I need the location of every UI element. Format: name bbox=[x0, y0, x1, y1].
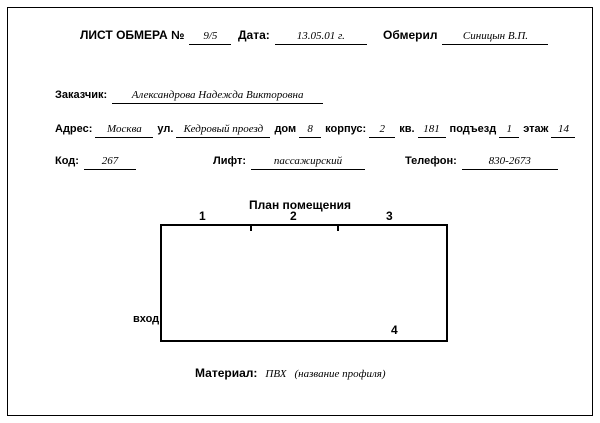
wall-tick-1 bbox=[250, 224, 252, 231]
phone-group: Телефон: 830-2673 bbox=[405, 154, 558, 170]
material-note: (название профиля) bbox=[294, 368, 386, 380]
address-row: Адрес: Москва ул. Кедровый проезд дом 8 … bbox=[55, 122, 576, 138]
phone-value: 830-2673 bbox=[461, 154, 558, 170]
code-group: Код: 267 bbox=[55, 154, 136, 170]
elevator-value: пассажирский bbox=[251, 154, 366, 170]
customer-label: Заказчик: bbox=[55, 89, 108, 101]
plan-title: План помещения bbox=[249, 198, 351, 212]
page-border bbox=[7, 7, 593, 416]
apartment-label: кв. bbox=[399, 123, 415, 135]
wall-label-3: 3 bbox=[386, 209, 393, 223]
code-value: 267 bbox=[83, 154, 136, 170]
sheet-number-label: ЛИСТ ОБМЕРА № bbox=[80, 28, 185, 42]
entrance-pair: подъезд 1 bbox=[450, 122, 520, 138]
sheet-number-value: 9/5 bbox=[189, 29, 232, 45]
floor-label: этаж bbox=[523, 123, 549, 135]
material-group: Материал: ПВХ (название профиля) bbox=[195, 366, 386, 380]
wall-tick-2 bbox=[337, 224, 339, 231]
code-label: Код: bbox=[55, 155, 79, 167]
apartment-value: 181 bbox=[417, 122, 446, 138]
apartment-pair: кв. 181 bbox=[399, 122, 446, 138]
elevator-label: Лифт: bbox=[213, 155, 247, 167]
street-label: ул. bbox=[157, 123, 174, 135]
house-pair: дом 8 bbox=[274, 122, 322, 138]
measured-by-value: Синицын В.П. bbox=[442, 29, 549, 45]
entrance-num-value: 1 bbox=[499, 122, 520, 138]
wall-label-4: 4 bbox=[391, 323, 398, 337]
wall-label-1: 1 bbox=[199, 209, 206, 223]
building-value: 2 bbox=[369, 122, 396, 138]
material-value: ПВХ bbox=[265, 368, 287, 380]
measured-by-label: Обмерил bbox=[383, 28, 438, 42]
street-value: Кедровый проезд bbox=[176, 122, 271, 138]
sheet-number-group: ЛИСТ ОБМЕРА № 9/5 bbox=[80, 28, 232, 45]
room-outline bbox=[160, 224, 448, 342]
address-label: Адрес: bbox=[55, 123, 93, 135]
date-value: 13.05.01 г. bbox=[274, 29, 367, 45]
floor-value: 14 bbox=[551, 122, 576, 138]
city-pair: Адрес: Москва bbox=[55, 122, 154, 138]
building-label: корпус: bbox=[325, 123, 367, 135]
elevator-group: Лифт: пассажирский bbox=[213, 154, 366, 170]
customer-value: Александрова Надежда Викторовна bbox=[112, 88, 324, 104]
entrance-label: вход bbox=[133, 313, 160, 325]
customer-group: Заказчик: Александрова Надежда Викторовн… bbox=[55, 88, 324, 104]
house-value: 8 bbox=[299, 122, 322, 138]
building-pair: корпус: 2 bbox=[325, 122, 396, 138]
street-pair: ул. Кедровый проезд bbox=[157, 122, 271, 138]
entrance-num-label: подъезд bbox=[449, 123, 497, 135]
house-label: дом bbox=[274, 123, 297, 135]
measured-by-group: Обмерил Синицын В.П. bbox=[383, 28, 549, 45]
material-label: Материал: bbox=[195, 366, 258, 380]
date-group: Дата: 13.05.01 г. bbox=[238, 28, 367, 45]
date-label: Дата: bbox=[238, 28, 270, 42]
wall-label-2: 2 bbox=[290, 209, 297, 223]
phone-label: Телефон: bbox=[405, 155, 457, 167]
floor-pair: этаж 14 bbox=[523, 122, 576, 138]
city-value: Москва bbox=[95, 122, 154, 138]
